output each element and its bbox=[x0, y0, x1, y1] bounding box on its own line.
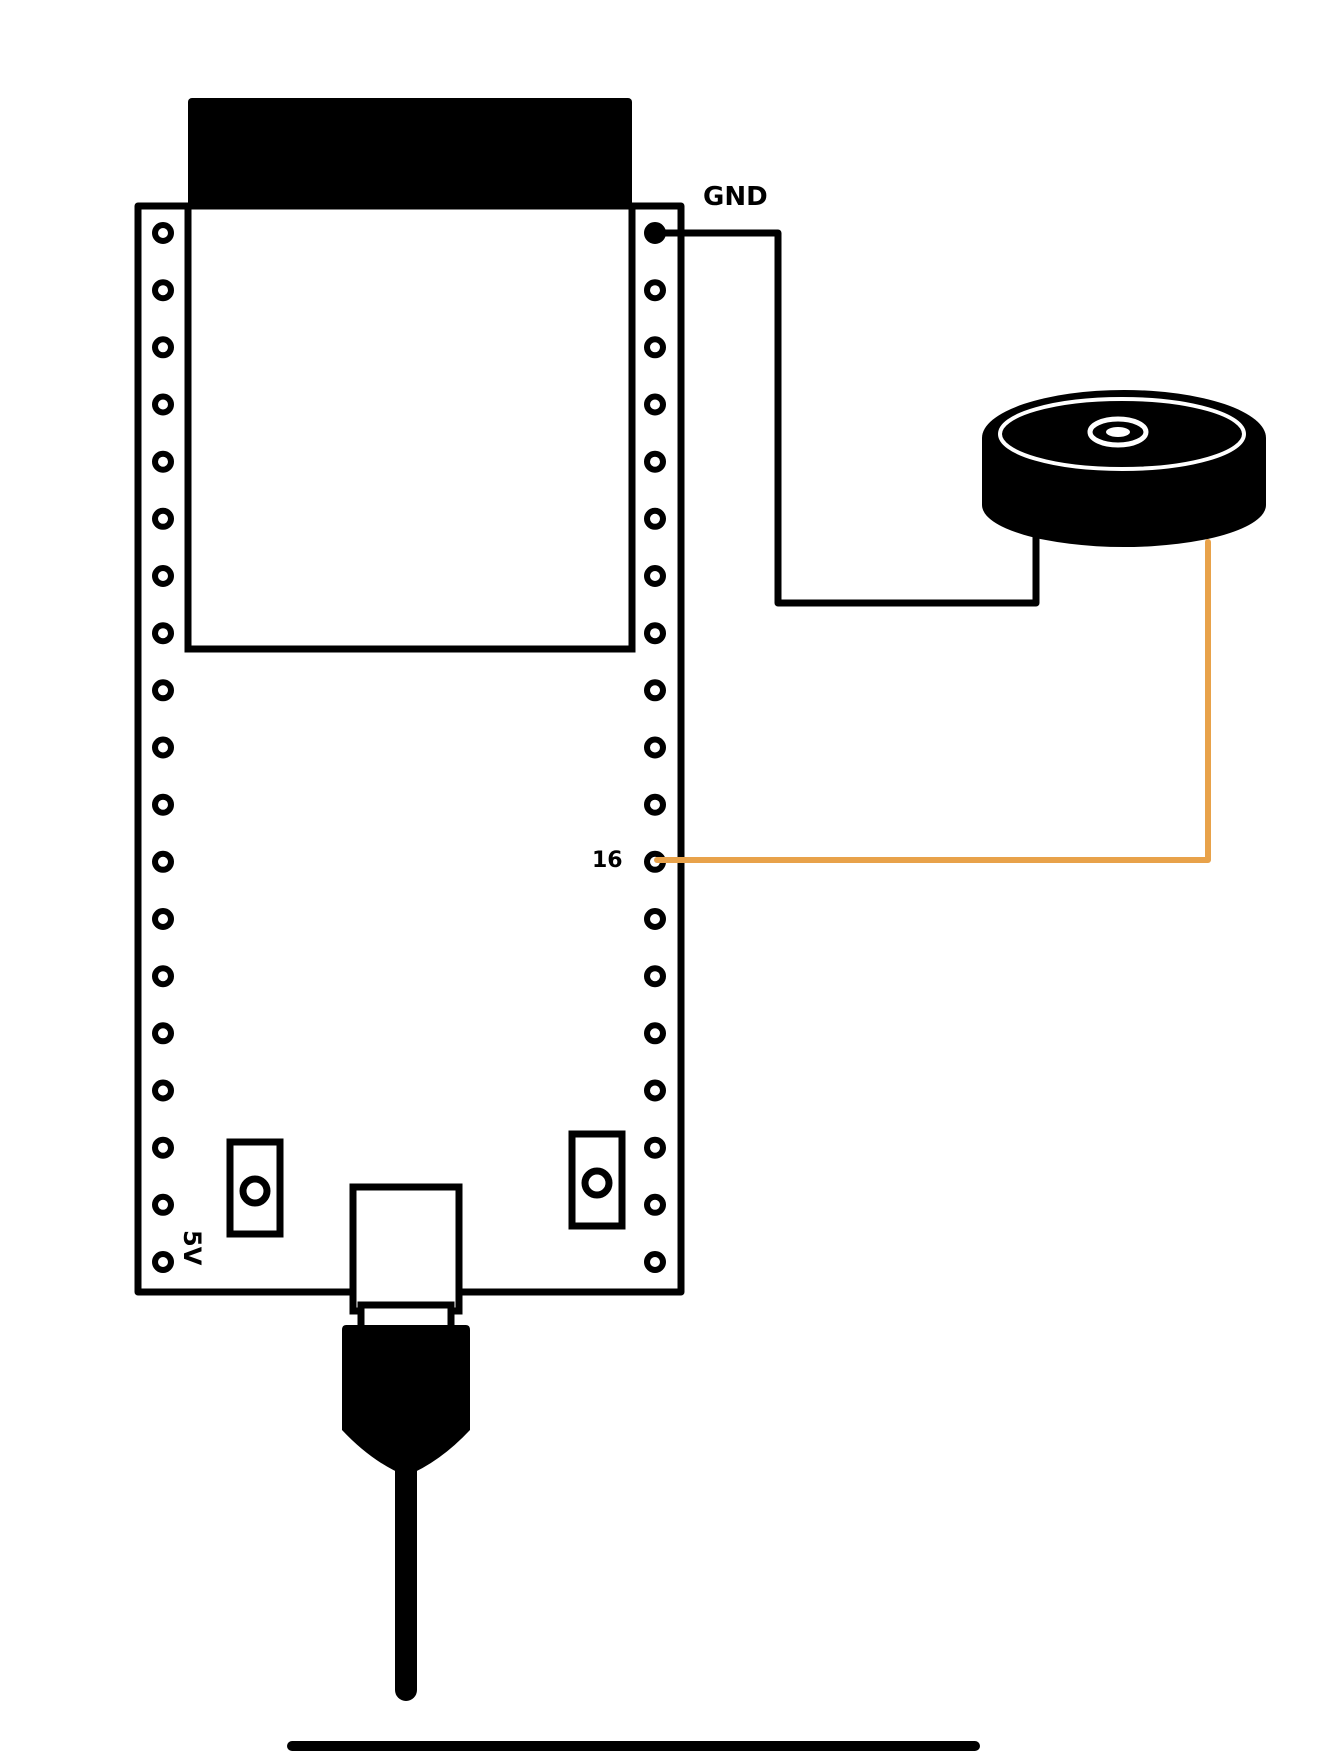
pin-16-label: 16 bbox=[592, 848, 623, 873]
right-pin-17 bbox=[644, 1136, 666, 1159]
right-pin-7 bbox=[644, 565, 666, 587]
right-pin-8 bbox=[644, 622, 666, 645]
left-pin-8 bbox=[152, 622, 174, 645]
left-pin-5 bbox=[152, 450, 174, 473]
right-pin-6 bbox=[644, 507, 666, 530]
left-pin-12 bbox=[152, 850, 174, 873]
left-pin-7 bbox=[152, 565, 174, 587]
right-pin-4 bbox=[644, 393, 666, 416]
gpio16-wire bbox=[654, 539, 1211, 863]
right-pin-14 bbox=[644, 965, 666, 988]
left-pin-10 bbox=[152, 736, 174, 759]
left-pin-9 bbox=[152, 679, 174, 702]
left-pin-15 bbox=[152, 1022, 174, 1045]
left-pin-header bbox=[152, 222, 174, 1273]
reset-button bbox=[568, 1130, 626, 1230]
left-pin-3 bbox=[152, 336, 174, 359]
right-pin-3 bbox=[644, 336, 666, 359]
right-pin-header bbox=[644, 222, 666, 1273]
gnd-wire bbox=[651, 229, 1040, 607]
right-pin-11 bbox=[644, 793, 666, 816]
left-pin-17 bbox=[152, 1136, 174, 1159]
gnd-label: GND bbox=[703, 182, 768, 212]
left-pin-4 bbox=[152, 393, 174, 416]
right-pin-10 bbox=[644, 736, 666, 759]
right-pin-9 bbox=[644, 679, 666, 702]
left-pin-14 bbox=[152, 965, 174, 988]
usb-port bbox=[349, 1183, 463, 1315]
usb-cable-plug bbox=[342, 1325, 470, 1476]
right-pin-15 bbox=[644, 1022, 666, 1045]
right-pin-5 bbox=[644, 450, 666, 473]
left-pin-19 bbox=[152, 1251, 174, 1273]
left-pin-18 bbox=[152, 1193, 174, 1216]
left-pin-11 bbox=[152, 793, 174, 816]
module-shield bbox=[188, 98, 632, 210]
right-pin-18 bbox=[644, 1193, 666, 1216]
left-pin-16 bbox=[152, 1079, 174, 1102]
right-pin-16 bbox=[644, 1079, 666, 1102]
left-pin-13 bbox=[152, 908, 174, 930]
gnd-pin-highlight bbox=[645, 223, 665, 243]
right-pin-2 bbox=[644, 279, 666, 302]
left-pin-1 bbox=[152, 222, 174, 244]
left-pin-6 bbox=[152, 507, 174, 530]
5v-label: 5V bbox=[178, 1230, 206, 1266]
boot-button bbox=[226, 1138, 284, 1238]
left-pin-2 bbox=[152, 279, 174, 302]
right-pin-13 bbox=[644, 908, 666, 930]
piezo-buzzer bbox=[982, 390, 1266, 547]
right-pin-19 bbox=[644, 1251, 666, 1273]
module-body bbox=[184, 202, 636, 653]
